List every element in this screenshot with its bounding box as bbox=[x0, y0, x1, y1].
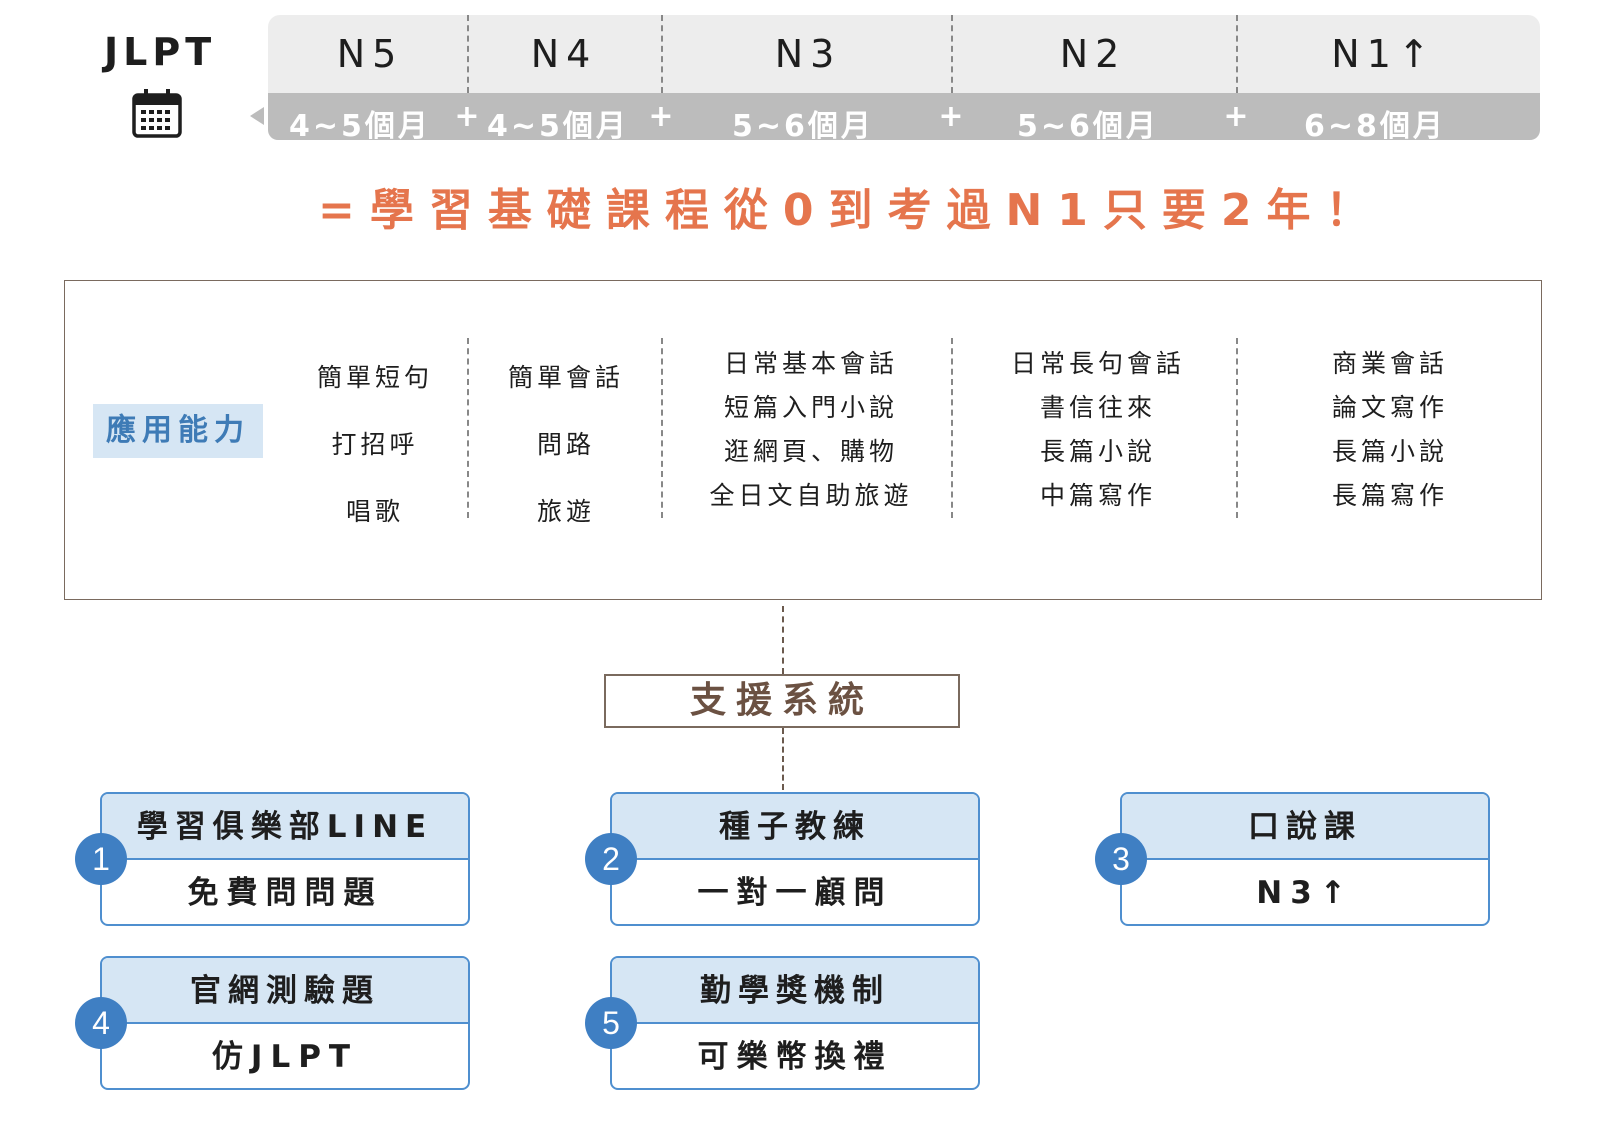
level-n2: N2 bbox=[1059, 32, 1127, 76]
ability-item: 唱歌 bbox=[345, 497, 404, 526]
support-card-title: 官網測驗題 bbox=[102, 958, 468, 1024]
support-card-title: 勤學獎機制 bbox=[612, 958, 978, 1024]
ability-item: 長篇小說 bbox=[1331, 437, 1448, 466]
level-n3: N3 bbox=[774, 32, 842, 76]
level-bar bbox=[268, 15, 1540, 93]
ability-item: 短篇入門小說 bbox=[723, 393, 898, 422]
plus-sign: + bbox=[454, 99, 480, 134]
level-n4: N4 bbox=[530, 32, 598, 76]
ability-item: 全日文自助旅遊 bbox=[709, 481, 913, 510]
ability-item: 逛網頁、購物 bbox=[723, 437, 898, 466]
ability-item: 書信往來 bbox=[1039, 393, 1156, 422]
headline: =學習基礎課程從0到考過N1只要2年！ bbox=[318, 185, 1385, 236]
plus-sign: + bbox=[938, 99, 964, 134]
support-card-2: 種子教練 一對一顧問 bbox=[610, 792, 980, 926]
support-card-title: 口說課 bbox=[1122, 794, 1488, 860]
level-timeline: N5 N4 N3 N2 N1↑ 4~5個月 + 4~5個月 + 5~6個月 + … bbox=[268, 15, 1540, 144]
calendar-icon bbox=[132, 89, 182, 138]
ability-divider bbox=[951, 338, 953, 518]
timeline-arrow bbox=[250, 107, 264, 125]
ability-item: 日常基本會話 bbox=[723, 349, 898, 378]
plus-sign: + bbox=[1223, 99, 1249, 134]
ability-column-n4: 簡單會話 問路 旅遊 bbox=[481, 344, 651, 545]
support-card-5: 勤學獎機制 可樂幣換禮 bbox=[610, 956, 980, 1090]
duration-n4: 4~5個月 bbox=[487, 109, 629, 144]
ability-divider bbox=[661, 338, 663, 518]
support-card-1: 學習俱樂部LINE 免費問問題 bbox=[100, 792, 470, 926]
ability-item: 問路 bbox=[536, 430, 595, 459]
duration-n1: 6~8個月 bbox=[1304, 109, 1446, 144]
level-divider bbox=[951, 15, 953, 93]
jlpt-label: JLPT bbox=[104, 30, 217, 74]
plus-sign: + bbox=[648, 99, 674, 134]
ability-item: 日常長句會話 bbox=[1010, 349, 1185, 378]
duration-n2: 5~6個月 bbox=[1017, 109, 1159, 144]
support-card-desc: 仿JLPT bbox=[211, 1039, 359, 1075]
support-card-title: 種子教練 bbox=[612, 794, 978, 860]
ability-column-n5: 簡單短句 打招呼 唱歌 bbox=[290, 344, 460, 545]
support-card-desc: 可樂幣換禮 bbox=[697, 1039, 893, 1075]
ability-column-n3: 日常基本會話 短篇入門小說 逛網頁、購物 全日文自助旅遊 bbox=[681, 342, 941, 518]
support-card-desc: 免費問問題 bbox=[187, 875, 383, 911]
number-badge: 4 bbox=[75, 997, 127, 1049]
ability-column-n1: 商業會話 論文寫作 長篇小說 長篇寫作 bbox=[1290, 342, 1490, 518]
ability-item: 長篇寫作 bbox=[1331, 481, 1448, 510]
level-n1: N1↑ bbox=[1331, 32, 1437, 76]
duration-n5: 4~5個月 bbox=[289, 109, 431, 144]
ability-label: 應用能力 bbox=[93, 404, 263, 458]
duration-bar bbox=[268, 93, 1540, 140]
ability-item: 旅遊 bbox=[536, 497, 595, 526]
connector-line bbox=[782, 728, 784, 790]
ability-column-n2: 日常長句會話 書信往來 長篇小說 中篇寫作 bbox=[978, 342, 1218, 518]
ability-item: 論文寫作 bbox=[1331, 393, 1448, 422]
level-divider bbox=[1236, 15, 1238, 93]
number-badge: 1 bbox=[75, 833, 127, 885]
support-card-desc: 一對一顧問 bbox=[697, 875, 893, 911]
connector-line bbox=[782, 606, 784, 674]
ability-item: 打招呼 bbox=[331, 430, 419, 459]
ability-divider bbox=[467, 338, 469, 518]
level-divider bbox=[661, 15, 663, 93]
ability-box bbox=[64, 280, 1542, 600]
ability-item: 簡單短句 bbox=[316, 363, 433, 392]
ability-item: 商業會話 bbox=[1331, 349, 1448, 378]
ability-item: 中篇寫作 bbox=[1039, 481, 1156, 510]
number-badge: 2 bbox=[585, 833, 637, 885]
ability-item: 簡單會話 bbox=[507, 363, 624, 392]
number-badge: 3 bbox=[1095, 833, 1147, 885]
ability-divider bbox=[1236, 338, 1238, 518]
support-card-desc: N3↑ bbox=[1256, 875, 1354, 911]
ability-item: 長篇小說 bbox=[1039, 437, 1156, 466]
support-card-4: 官網測驗題 仿JLPT bbox=[100, 956, 470, 1090]
support-system-title: 支援系統 bbox=[604, 674, 960, 728]
support-card-3: 口說課 N3↑ bbox=[1120, 792, 1490, 926]
number-badge: 5 bbox=[585, 997, 637, 1049]
duration-n3: 5~6個月 bbox=[732, 109, 874, 144]
support-card-title: 學習俱樂部LINE bbox=[102, 794, 468, 860]
level-n5: N5 bbox=[336, 32, 404, 76]
level-divider bbox=[467, 15, 469, 93]
